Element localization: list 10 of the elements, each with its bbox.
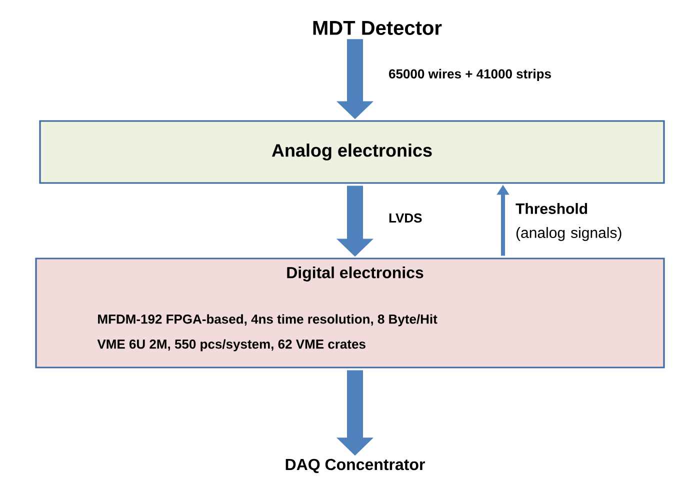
process-box: Analog electronics	[39, 120, 665, 184]
node-label: MDT Detector	[313, 21, 442, 35]
edge-label: LVDS	[389, 213, 422, 223]
node-label: DAQ Concentrator	[286, 458, 425, 474]
edge-label: 65000 wires + 41000 strips	[389, 68, 551, 82]
box-heading: Digital electronics	[287, 266, 424, 282]
body-text: VME 6U 2M, 550 pcs/system, 62 VME crates	[97, 339, 366, 352]
edge-label: Threshold (analog signals)	[516, 203, 622, 241]
process-box	[35, 258, 665, 368]
body-text: MFDM-192 FPGA-based, 4ns time resolution, 8 Byte/Hit	[98, 314, 438, 326]
